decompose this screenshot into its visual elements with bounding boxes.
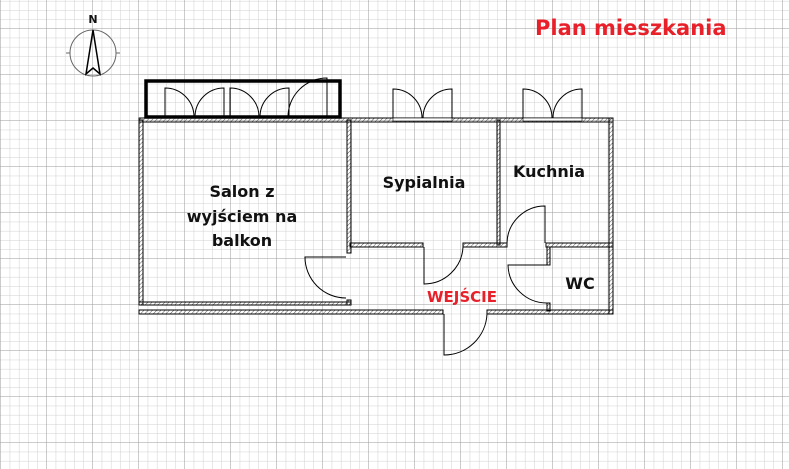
salon-door (304, 256, 347, 299)
room-label-salon: Salon z wyjściem na balkon (187, 180, 297, 254)
room-label-line: wyjściem na (186, 206, 298, 226)
compass-icon (66, 29, 120, 77)
balcony-door-2 (229, 87, 290, 118)
kitchen-window-door (522, 88, 583, 119)
entrance-label: WEJŚCIE (426, 288, 498, 306)
kitchen-door (506, 205, 546, 244)
bedroom-door (423, 246, 464, 285)
compass-north-label: N (88, 13, 98, 26)
room-label-line: balkon (211, 231, 273, 250)
walls (138, 117, 614, 315)
balcony-door-3 (287, 77, 328, 118)
room-label-kuchnia: Kuchnia (512, 162, 586, 181)
room-label-line: Salon z (209, 182, 275, 201)
balcony (144, 79, 342, 119)
bedroom-window-door (392, 88, 453, 119)
room-label-wc: WC (565, 274, 595, 293)
entrance-door (443, 313, 488, 356)
balcony-door-1 (164, 87, 225, 118)
wc-door (507, 264, 548, 304)
room-label-sypialnia: Sypialnia (382, 173, 466, 192)
plan-title: Plan mieszkania (535, 16, 727, 40)
